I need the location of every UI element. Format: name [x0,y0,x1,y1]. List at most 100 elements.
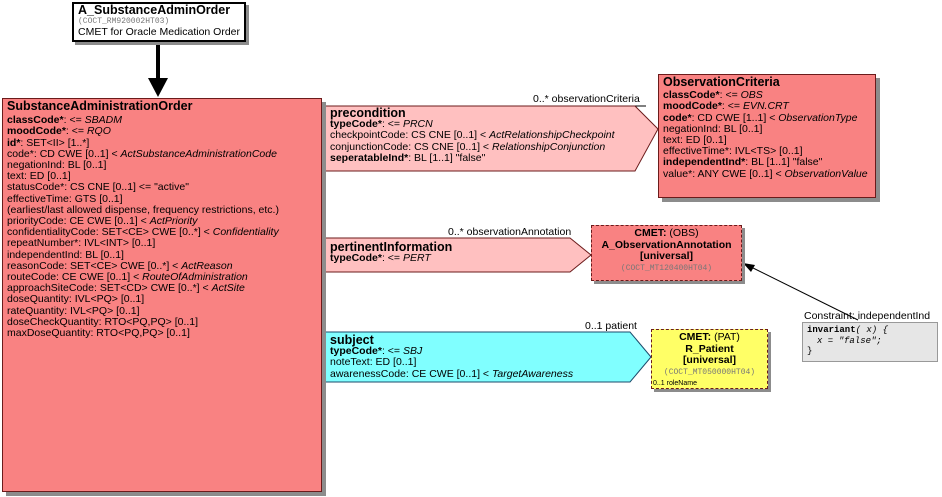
observation-criteria-attribute: negationInd: BL [0..1] [663,122,871,135]
main-class-attribute-vocab: Confidentiality [212,226,279,239]
main-class-attribute-type: : SET<II> [1..*] [20,136,90,149]
main-class-attribute-type: : RTO<PQ,PQ> [0..1] [90,327,190,340]
subject-arrow [321,331,652,383]
main-class-attribute: confidentialityCode: SET<CE> CWE [0..*] … [7,227,317,238]
observation-criteria-attribute-name: code* [663,111,692,124]
main-class-attribute-vocab: RouteOfAdministration [142,271,248,284]
subject-attribute-name: noteText [330,356,370,369]
observation-criteria-attribute-vocab: ObservationType [778,111,858,124]
main-class-attribute-type: : BL [0..1] [79,248,124,261]
main-class-attribute-type: : BL [0..1] [61,159,107,172]
main-class-attribute-type: : SET<CE> CWE [0..*] < [95,226,213,239]
main-class-attribute: (earliest/last allowed dispense, frequen… [7,204,317,216]
main-class-attribute-type: : <= [65,125,87,138]
main-class-attribute: effectiveTime: GTS [0..1] [7,193,317,205]
constraint-arg: ( x) { [855,325,889,335]
pertinent-information-association[interactable]: pertinentInformation typeCode*: <= PERT [330,240,453,264]
main-class-attribute-name: priorityCode [7,215,64,228]
main-class-attribute-name: approachSiteCode [7,282,94,295]
main-class-attribute-name: repeatNumber* [7,237,79,250]
main-class-attribute-type: : ED [0..1] [23,170,71,183]
main-class-attribute-vocab: ActPriority [149,215,198,228]
main-class-attribute-name: confidentialityCode [7,226,96,239]
cmet-obs-header: CMET: (OBS) [594,227,739,240]
substance-administration-order-class[interactable]: SubstanceAdministrationOrder classCode*:… [2,98,322,492]
main-class-attribute: independentInd: BL [0..1] [7,248,317,261]
subject-attribute: noteText: ED [0..1] [330,357,573,368]
observation-criteria-attribute-type: : CD CWE [1..1] < [691,111,779,124]
observation-criteria-attribute: text: ED [0..1] [663,134,871,147]
entry-point-id: (COCT_RM920002HT03) [78,17,170,27]
entry-point-title: A_SubstanceAdminOrder [78,3,231,17]
cmet-pat-role-name: 0..1 roleName [653,380,697,387]
pertinent-information-attribute-type: : <= [381,252,403,265]
cmet-pat-name: R_Patient [685,342,734,355]
main-class-attribute-name: id* [7,136,21,149]
constraint-line-1: invariant( x) { [807,325,933,336]
subject-attribute-name: typeCode* [330,345,382,358]
constraint-box[interactable]: invariant( x) { x = "false"; } [802,322,938,362]
main-class-attribute-type: : IVL<PQ> [0..1] [64,304,140,317]
constraint-arrowhead [743,263,755,272]
cmet-pat-id: (COCT_MT050000HT04) [663,367,756,377]
constraint-keyword: invariant [807,325,856,335]
main-class-attribute: text: ED [0..1] [7,171,317,182]
entry-point-box[interactable]: A_SubstanceAdminOrder (COCT_RM920002HT03… [72,2,246,42]
observation-criteria-attribute-type: : ED [0..1] [679,134,727,147]
constraint-connector [742,262,859,321]
subject-role-label: 0..1 patient [585,320,637,332]
subject-attribute: awarenessCode: CE CWE [0..1] < TargetAwa… [330,368,573,380]
cmet-obs-kind: CMET: [634,227,667,239]
main-class-attribute: repeatNumber*: IVL<INT> [0..1] [7,238,317,249]
precondition-attribute-name: seperatableInd* [330,151,409,164]
cmet-obs-type: (OBS) [666,227,699,239]
observation-criteria-attribute-name: effectiveTime* [663,145,729,158]
observation-criteria-attribute: code*: CD CWE [1..1] < ObservationType [663,111,871,124]
pertinent-information-attribute-vocab: PERT [402,252,431,265]
main-class-attribute: classCode*: <= SBADM [7,115,317,126]
main-class-attribute: routeCode: CE CWE [0..1] < RouteOfAdmini… [7,271,317,284]
main-class-attribute-type: : SET<CD> CWE [0..*] < [93,282,212,295]
main-class-attribute-type: : IVL<PQ> [0..1] [68,293,145,306]
observation-criteria-attribute-name: negationInd [663,122,718,135]
main-class-attribute-name: negationInd [7,159,62,172]
precondition-attribute-name: typeCode* [330,118,382,131]
cmet-patient[interactable]: CMET: (PAT) R_Patient [universal] (COCT_… [651,329,768,389]
cmet-observation-annotation[interactable]: CMET: (OBS) A_ObservationAnnotation [uni… [591,225,742,281]
precondition-arrow [321,105,659,172]
pertinent-information-title: pertinentInformation [330,240,453,254]
entry-point-subtitle: CMET for Oracle Medication Order [78,26,241,39]
main-class-attribute: approachSiteCode: SET<CD> CWE [0..*] < A… [7,283,317,294]
cmet-obs-flavor: [universal] [639,250,694,262]
main-class-attribute: moodCode*: <= RQO [7,126,317,137]
observation-criteria-attribute-name: value* [663,167,693,180]
main-class-title: SubstanceAdministrationOrder [7,99,193,113]
cmet-obs-id: (COCT_MT120400HT04) [620,263,713,273]
main-class-attribute: maxDoseQuantity: RTO<PQ,PQ> [0..1] [7,327,317,340]
main-class-attribute-type: : IVL<INT> [0..1] [78,237,156,250]
precondition-attribute: typeCode*: <= PRCN [330,119,615,130]
main-class-attribute-type: : RTO<PQ,PQ> [0..1] [98,315,199,328]
main-class-attribute-name: doseQuantity [7,293,69,306]
observation-criteria-attribute-type: : BL [0..1] [717,122,763,135]
precondition-attribute: seperatableInd*: BL [1..1] "false" [330,151,615,164]
pertinent-information-attribute: typeCode*: <= PERT [330,253,452,264]
observation-criteria-attribute-vocab: EVN.CRT [742,100,789,113]
subject-attribute-type: : <= [381,345,403,358]
constraint-title: Constraint: independentInd [804,310,931,322]
observation-criteria-attribute-name: text [663,134,680,147]
precondition-attribute: conjunctionCode: CS CNE [0..1] < Relatio… [330,141,615,153]
constraint-end: } [807,346,813,356]
main-class-attribute-name: classCode* [7,114,64,127]
main-class-attribute: doseCheckQuantity: RTO<PQ,PQ> [0..1] [7,315,317,328]
main-class-attribute-type: : CE CWE [0..1] < [56,271,143,284]
constraint-body: x = "false"; [817,335,882,346]
main-class-attribute: doseQuantity: IVL<PQ> [0..1] [7,294,317,305]
subject-title: subject [330,333,374,347]
